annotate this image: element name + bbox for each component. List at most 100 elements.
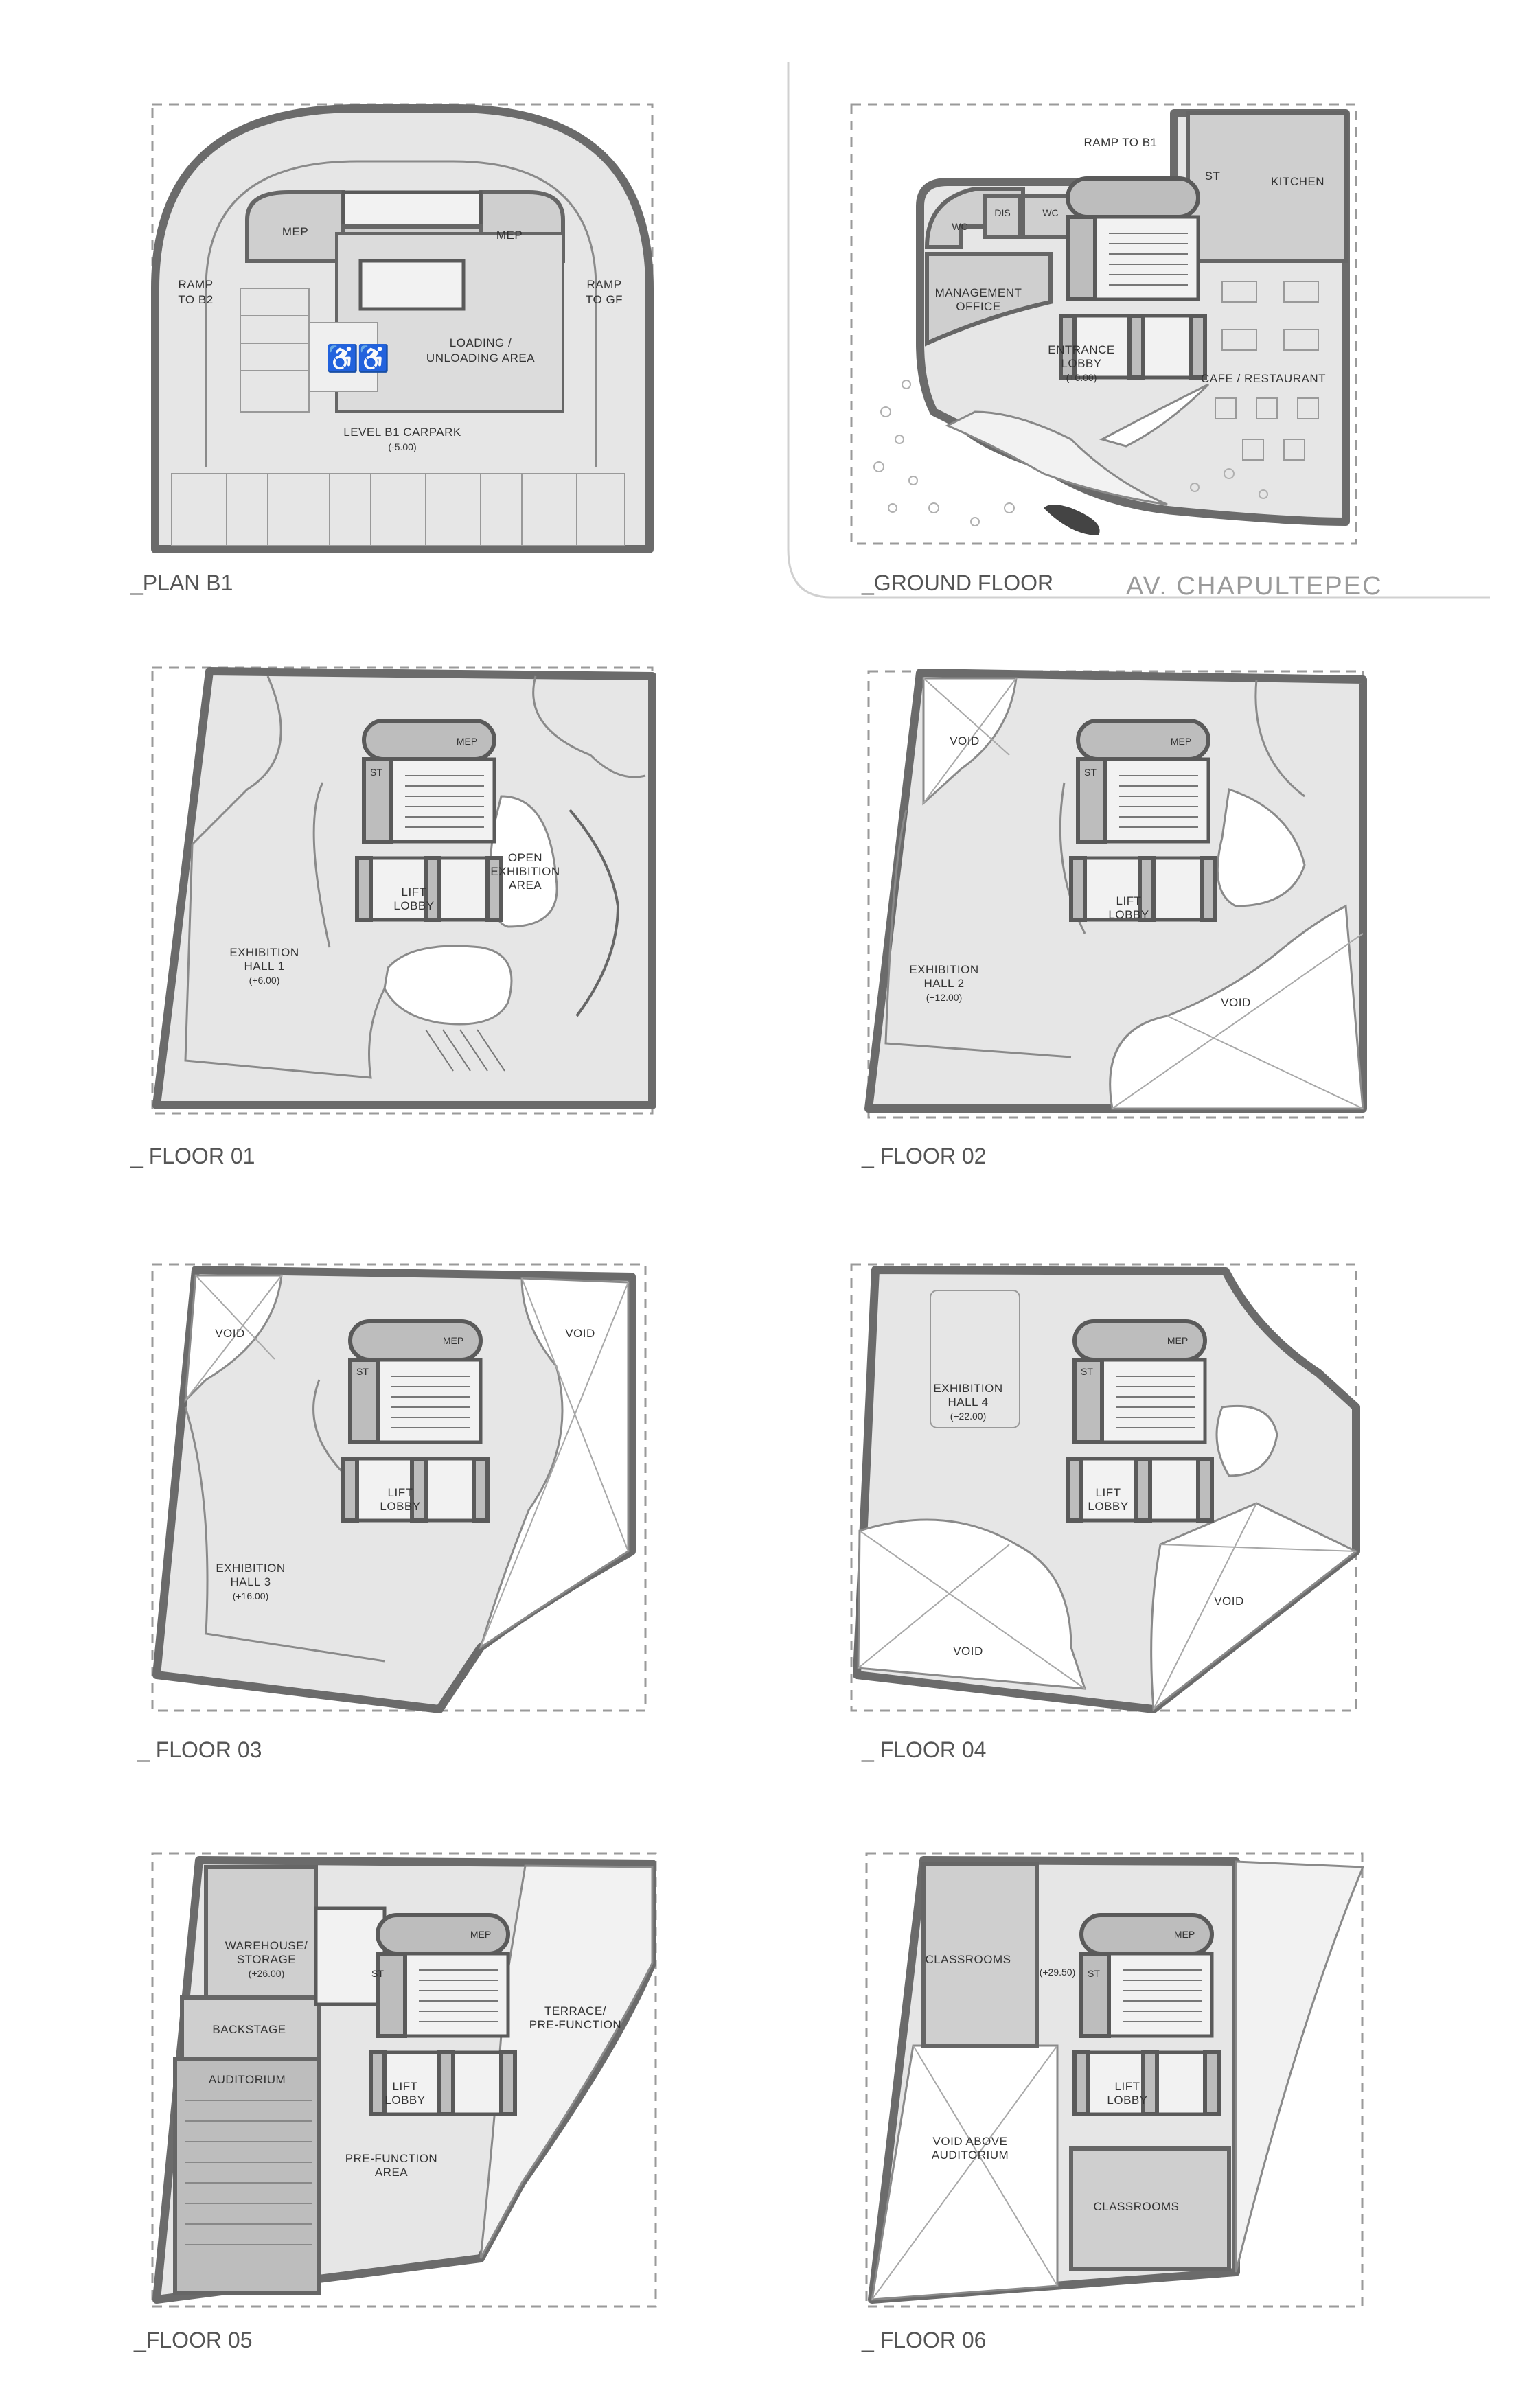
caption-floor-06: _ FLOOR 06	[861, 2328, 986, 2352]
plan-floor-06: MEP ST CLASSROOMS (+29.50) VOID ABOVE AU…	[861, 1852, 1365, 2352]
caption-floor-02: _ FLOOR 02	[861, 1144, 986, 1168]
void-label: VOID	[1214, 1595, 1244, 1608]
plan-floor-03: MEP ST VOID VOID LIFT LOBBY EXHIBITION H…	[137, 1263, 647, 1762]
void-auditorium-label: VOID ABOVE	[933, 2135, 1008, 2148]
classrooms-label-2: CLASSROOMS	[1094, 2200, 1180, 2213]
lift-lobby-label-2: LOBBY	[1107, 2094, 1147, 2107]
mep-label: MEP	[457, 736, 477, 747]
plan-floor-05: MEP ST WAREHOUSE/ STORAGE (+26.00) BACKS…	[133, 1852, 657, 2352]
backstage-label: BACKSTAGE	[212, 2023, 286, 2036]
wc-label-2: WC	[1042, 207, 1058, 218]
open-exhibition-label-2: EXHIBITION	[490, 865, 560, 878]
prefunction-label-2: AREA	[375, 2166, 408, 2179]
lift-lobby-label-2: LOBBY	[380, 1500, 420, 1513]
st-label: ST	[1205, 170, 1221, 183]
plan-floor-01: MEP ST LIFT LOBBY OPEN EXHIBITION AREA E…	[130, 666, 656, 1168]
ramp-b2-label-2: TO B2	[178, 293, 213, 306]
void-label: VOID	[215, 1327, 245, 1340]
warehouse-level: (+26.00)	[249, 1968, 285, 1979]
lift-lobby-label: LIFT	[1115, 2080, 1140, 2093]
hall-label: EXHIBITION	[909, 963, 978, 976]
st-label: ST	[1088, 1968, 1100, 1979]
caption-floor-03: _ FLOOR 03	[137, 1737, 262, 1762]
hall-label-2: HALL 1	[244, 960, 284, 973]
ramp-b2-label: RAMP	[178, 278, 213, 291]
mep-label: MEP	[1167, 1335, 1188, 1346]
ramp-b1-label: RAMP TO B1	[1083, 136, 1157, 149]
mep-label: MEP	[282, 225, 308, 238]
ramp-gf-label-2: TO GF	[586, 293, 623, 306]
terrace-label-2: PRE-FUNCTION	[529, 2018, 621, 2031]
accessible-parking-icon: ♿	[357, 343, 389, 373]
hall-level: (+12.00)	[926, 992, 963, 1003]
lift-lobby-label: LIFT	[393, 2080, 418, 2093]
hall-label-2: HALL 4	[948, 1396, 988, 1409]
caption-floor-04: _ FLOOR 04	[861, 1737, 986, 1762]
lift-lobby-label-2: LOBBY	[393, 899, 434, 912]
st-label: ST	[1081, 1366, 1093, 1377]
lift-lobby-label: LIFT	[402, 885, 427, 899]
management-label: MANAGEMENT	[935, 286, 1022, 299]
caption-floor-05: _FLOOR 05	[133, 2328, 253, 2352]
hall-label: EXHIBITION	[933, 1382, 1002, 1395]
mep-label: MEP	[470, 1929, 491, 1940]
st-label: ST	[371, 1968, 384, 1979]
st-label: ST	[370, 767, 382, 778]
st-label: ST	[1084, 767, 1097, 778]
kitchen-label: KITCHEN	[1271, 175, 1324, 188]
mep-label: MEP	[496, 229, 523, 242]
ramp-gf-label: RAMP	[586, 278, 621, 291]
hall-level: (+6.00)	[249, 975, 280, 986]
management-label-2: OFFICE	[956, 300, 1000, 313]
street-name: AV. CHAPULTEPEC	[1126, 572, 1383, 601]
open-exhibition-label: OPEN	[508, 851, 542, 864]
void-label-2: VOID	[953, 1645, 983, 1658]
open-exhibition-label-3: AREA	[509, 879, 542, 892]
hall-level: (+16.00)	[233, 1590, 269, 1601]
st-label: ST	[356, 1366, 369, 1377]
lift-lobby-label-2: LOBBY	[1108, 908, 1149, 921]
lift-lobby-label: LIFT	[1096, 1486, 1121, 1499]
plan-floor-02: MEP ST VOID LIFT LOBBY EXHIBITION HALL 2…	[861, 669, 1367, 1168]
carpark-level: (-5.00)	[388, 441, 416, 452]
hall-label: EXHIBITION	[216, 1562, 285, 1575]
terrace-label: TERRACE/	[544, 2004, 606, 2017]
void-label-2: VOID	[1221, 996, 1251, 1009]
lobby-level: (+0.00)	[1066, 372, 1097, 383]
prefunction-label: PRE-FUNCTION	[345, 2152, 437, 2165]
hall-label: EXHIBITION	[229, 946, 299, 959]
lobby-label-2: LOBBY	[1061, 357, 1101, 370]
dis-label: DIS	[994, 207, 1010, 218]
void-label-2: VOID	[565, 1327, 595, 1340]
plan-ground-floor: RAMP TO B1 ST KITCHEN WC DIS WC MANAGEME…	[787, 62, 1490, 601]
level-label: (+29.50)	[1040, 1967, 1076, 1978]
void-label: VOID	[950, 734, 980, 748]
loading-label-2: UNLOADING AREA	[426, 351, 535, 364]
warehouse-label: WAREHOUSE/	[225, 1939, 308, 1952]
warehouse-label-2: STORAGE	[237, 1953, 296, 1966]
caption-floor-01: _ FLOOR 01	[130, 1144, 255, 1168]
hall-label-2: HALL 2	[923, 977, 964, 990]
classrooms-label: CLASSROOMS	[926, 1953, 1011, 1966]
loading-label: LOADING /	[450, 336, 512, 349]
mep-label: MEP	[1171, 736, 1191, 747]
auditorium-label: AUDITORIUM	[209, 2073, 286, 2086]
lift-lobby-label: LIFT	[1116, 894, 1142, 907]
accessible-parking-icon: ♿	[326, 343, 358, 373]
lift-lobby-label: LIFT	[388, 1486, 413, 1499]
carpark-label: LEVEL B1 CARPARK	[343, 426, 461, 439]
plan-b1: ♿ ♿ MEP MEP RAMP TO B2 RAMP TO GF LOADIN…	[130, 103, 654, 595]
wc-label: WC	[952, 221, 967, 232]
plan-floor-04: MEP ST EXHIBITION HALL 4 (+22.00) LIFT L…	[850, 1263, 1360, 1762]
caption-plan-b1: _PLAN B1	[130, 570, 233, 595]
caption-ground-floor: _GROUND FLOOR	[861, 570, 1053, 595]
lift-lobby-label-2: LOBBY	[384, 2094, 425, 2107]
lift-lobby-label-2: LOBBY	[1088, 1500, 1128, 1513]
lobby-label: ENTRANCE	[1048, 343, 1115, 356]
void-auditorium-label-2: AUDITORIUM	[932, 2149, 1009, 2162]
cafe-label: CAFE / RESTAURANT	[1201, 372, 1326, 385]
mep-label: MEP	[1174, 1929, 1195, 1940]
hall-level: (+22.00)	[950, 1411, 987, 1422]
mep-label: MEP	[443, 1335, 463, 1346]
